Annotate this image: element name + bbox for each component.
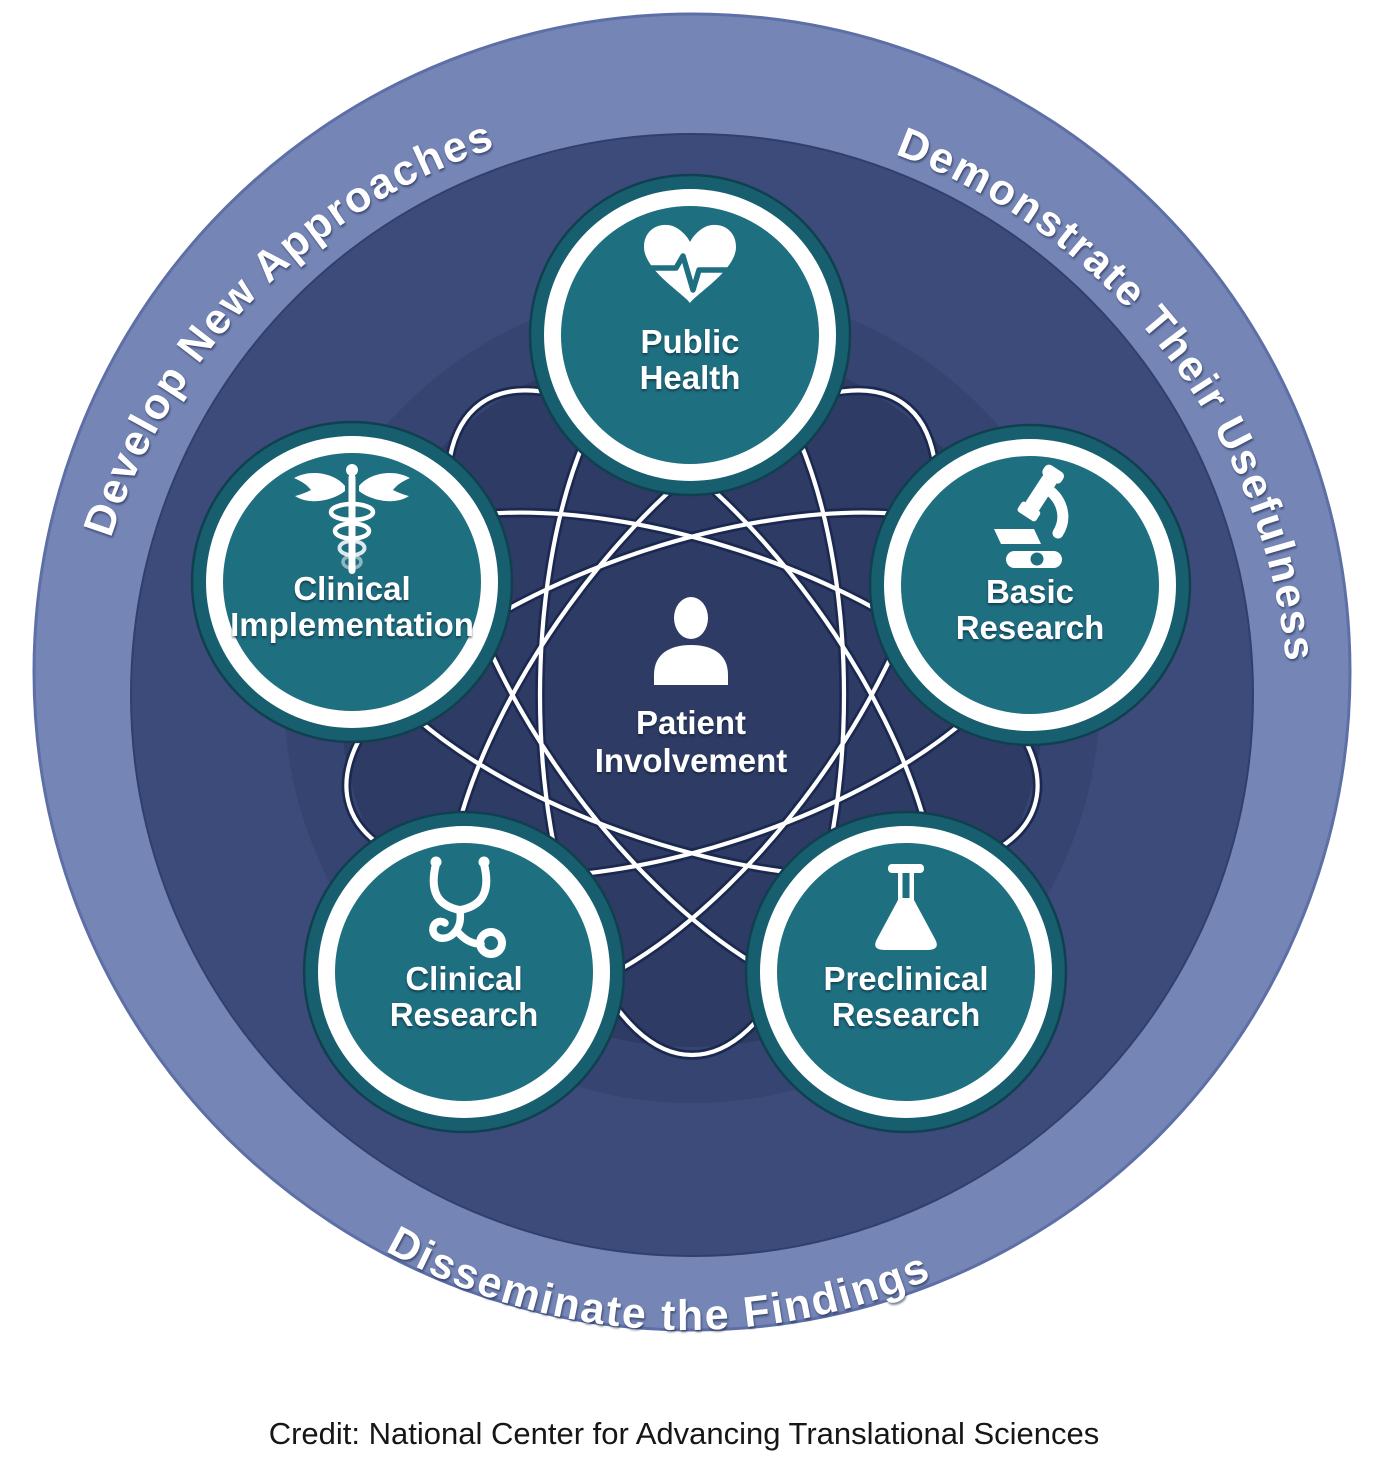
node-label-line2: Research — [832, 996, 981, 1033]
node-preclinical-research: Preclinical Research — [744, 810, 1068, 1134]
heart-pulse-icon — [644, 224, 736, 303]
caduceus-icon — [294, 464, 410, 574]
person-icon — [654, 597, 728, 685]
credit-text: Credit: National Center for Advancing Tr… — [269, 1416, 1100, 1451]
node-public-health: Public Health — [528, 173, 852, 497]
node-label-line2: Research — [390, 996, 539, 1033]
node-label-line1: Public — [640, 323, 739, 360]
microscope-icon — [994, 464, 1069, 568]
node-label-line1: Clinical — [293, 570, 410, 607]
node-label-line1: Clinical — [405, 960, 522, 997]
node-label-line2: Implementation — [230, 606, 474, 643]
center-node-patient-involvement: Patient Involvement — [595, 597, 788, 779]
node-basic-research: Basic Research — [868, 423, 1192, 747]
node-clinical-implementation: Clinical Implementation — [190, 420, 514, 744]
stethoscope-icon — [429, 856, 506, 958]
node-label-line1: Preclinical — [823, 960, 988, 997]
node-label-line1: Basic — [986, 573, 1074, 610]
node-label-line2: Health — [640, 359, 741, 396]
node-clinical-research: Clinical Research — [302, 810, 626, 1134]
flask-icon — [875, 864, 937, 950]
center-label-line1: Patient — [636, 704, 746, 741]
node-label-line2: Research — [956, 609, 1105, 646]
center-label-line2: Involvement — [595, 742, 788, 779]
